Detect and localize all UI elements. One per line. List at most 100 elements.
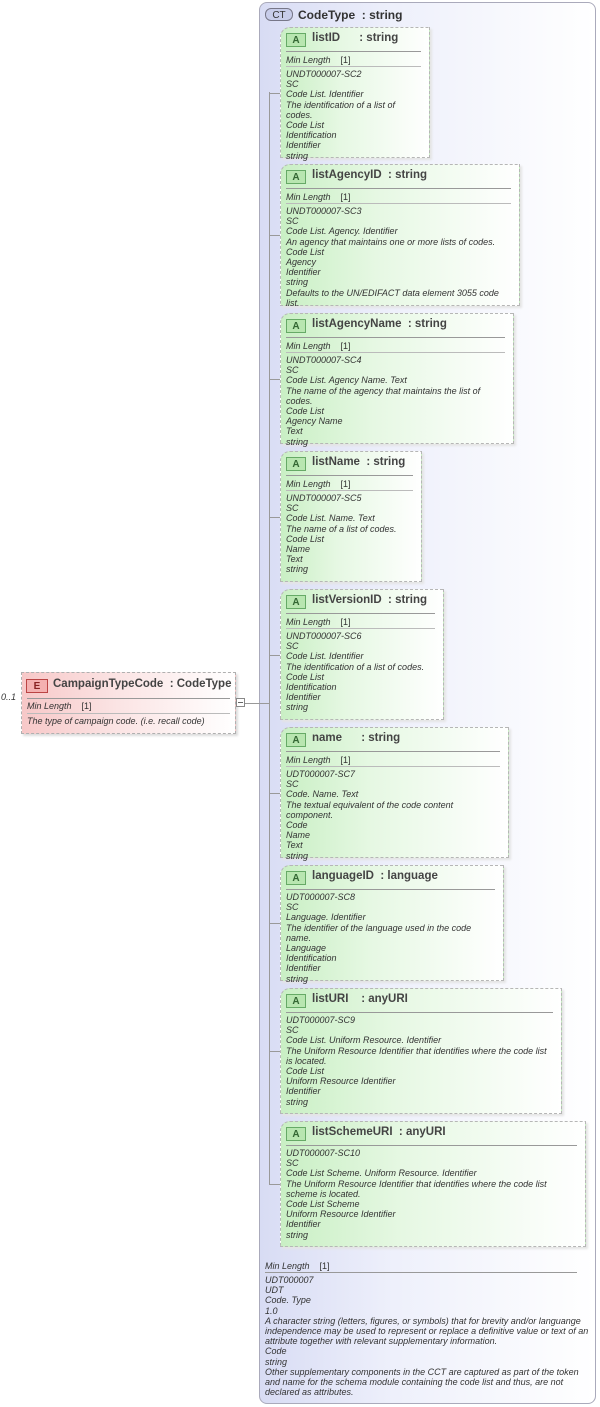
attribute-title: languageID : language xyxy=(312,870,438,882)
attribute-icon: A xyxy=(286,1127,306,1141)
doc-line: Identification xyxy=(286,130,337,141)
doc-line: The identifier of the language used in t… xyxy=(286,922,474,943)
doc-line: The name of the agency that maintains th… xyxy=(286,385,483,406)
doc-line: SC xyxy=(286,365,299,376)
attribute-connector xyxy=(269,1051,280,1052)
doc-line: Code List xyxy=(286,406,325,417)
attribute-title: name : string xyxy=(312,732,401,744)
sequence-collapse-icon[interactable] xyxy=(236,698,245,707)
divider xyxy=(27,698,230,699)
doc-line: Code List xyxy=(286,671,325,682)
doc-line: UNDT000007-SC5 xyxy=(286,493,362,503)
attribute-icon: A xyxy=(286,994,306,1008)
attribute-icon: A xyxy=(286,319,306,333)
doc-line: Name xyxy=(286,830,311,841)
doc-line: Language xyxy=(286,943,327,954)
divider xyxy=(286,352,505,353)
divider xyxy=(286,613,435,614)
doc-line: Language. Identifier xyxy=(286,912,366,923)
complex-type-icon: CT xyxy=(265,8,293,21)
attribute-facet: Min Length[1] xyxy=(286,755,351,765)
element-facet: Min Length[1] xyxy=(27,701,92,711)
doc-line: Code List. Uniform Resource. Identifier xyxy=(286,1035,442,1046)
doc-line: UNDT000007-SC4 xyxy=(286,355,362,365)
doc-line: SC xyxy=(286,1158,299,1169)
attribute-facet: Min Length[1] xyxy=(286,341,351,351)
attribute-icon: A xyxy=(286,595,306,609)
complex-type-title: CodeType : string xyxy=(298,8,403,22)
doc-line: UNDT000007-SC6 xyxy=(286,631,362,641)
doc-line: Other supplementary components in the CC… xyxy=(265,1366,582,1398)
doc-line: Text xyxy=(286,554,303,565)
doc-line: The identification of a list of codes. xyxy=(286,661,425,672)
doc-line: Code. Type xyxy=(265,1295,311,1306)
doc-line: Code List Scheme. Uniform Resource. Iden… xyxy=(286,1168,477,1179)
doc-line: Identifier xyxy=(286,692,321,703)
doc-line: string xyxy=(286,1096,309,1107)
element-occurrence: 0..1 xyxy=(1,692,17,702)
element-description: The type of campaign code. (i.e. recall … xyxy=(27,716,205,726)
doc-line: SC xyxy=(286,503,299,514)
doc-line: Code List xyxy=(286,120,325,131)
divider xyxy=(286,628,435,629)
attribute-connector xyxy=(269,93,280,94)
divider xyxy=(286,766,500,767)
attribute-icon: A xyxy=(286,871,306,885)
doc-line: Text xyxy=(286,840,303,851)
attribute-icon: A xyxy=(286,733,306,747)
attribute-title: listVersionID : string xyxy=(312,594,428,606)
divider xyxy=(286,889,495,890)
doc-line: Code List. Identifier xyxy=(286,89,364,100)
doc-line: string xyxy=(286,564,309,575)
attribute-connector xyxy=(269,793,280,794)
doc-line: The textual equivalent of the code conte… xyxy=(286,799,456,820)
doc-line: SC xyxy=(286,216,299,227)
divider xyxy=(286,51,421,52)
attribute-title: listID : string xyxy=(312,32,399,44)
attribute-connector xyxy=(269,1184,280,1185)
doc-line: UDT000007 xyxy=(265,1275,314,1285)
attribute-connector xyxy=(269,379,280,380)
attribute-connector xyxy=(269,517,280,518)
doc-line: Uniform Resource Identifier xyxy=(286,1209,396,1220)
doc-line: Code List. Agency. Identifier xyxy=(286,226,398,237)
doc-line: The Uniform Resource Identifier that ide… xyxy=(286,1045,550,1066)
doc-line: Identifier xyxy=(286,140,321,151)
doc-line: Code xyxy=(265,1346,287,1357)
doc-line: Identifier xyxy=(286,1086,321,1097)
doc-line: Code List. Identifier xyxy=(286,651,364,662)
doc-line: Identifier xyxy=(286,963,321,974)
doc-line: SC xyxy=(286,1025,299,1036)
element-campaign-type-code[interactable]: E CampaignTypeCode : CodeType Min Length… xyxy=(21,672,236,734)
doc-line: A character string (letters, figures, or… xyxy=(265,1315,591,1347)
doc-line: The Uniform Resource Identifier that ide… xyxy=(286,1178,550,1199)
doc-line: Name xyxy=(286,544,311,555)
doc-line: Defaults to the UN/EDIFACT data element … xyxy=(286,287,502,308)
divider xyxy=(265,1272,577,1273)
doc-line: SC xyxy=(286,902,299,913)
doc-line: Identification xyxy=(286,682,337,693)
doc-line: The name of a list of codes. xyxy=(286,523,397,534)
doc-line: Identification xyxy=(286,953,337,964)
doc-line: UDT000007-SC8 xyxy=(286,892,356,902)
doc-line: SC xyxy=(286,779,299,790)
attribute-title: listSchemeURI : anyURI xyxy=(312,1126,446,1138)
doc-line: UDT xyxy=(265,1285,284,1296)
element-icon: E xyxy=(26,679,48,693)
doc-line: The identification of a list of codes. xyxy=(286,99,398,120)
attribute-connector xyxy=(269,655,280,656)
